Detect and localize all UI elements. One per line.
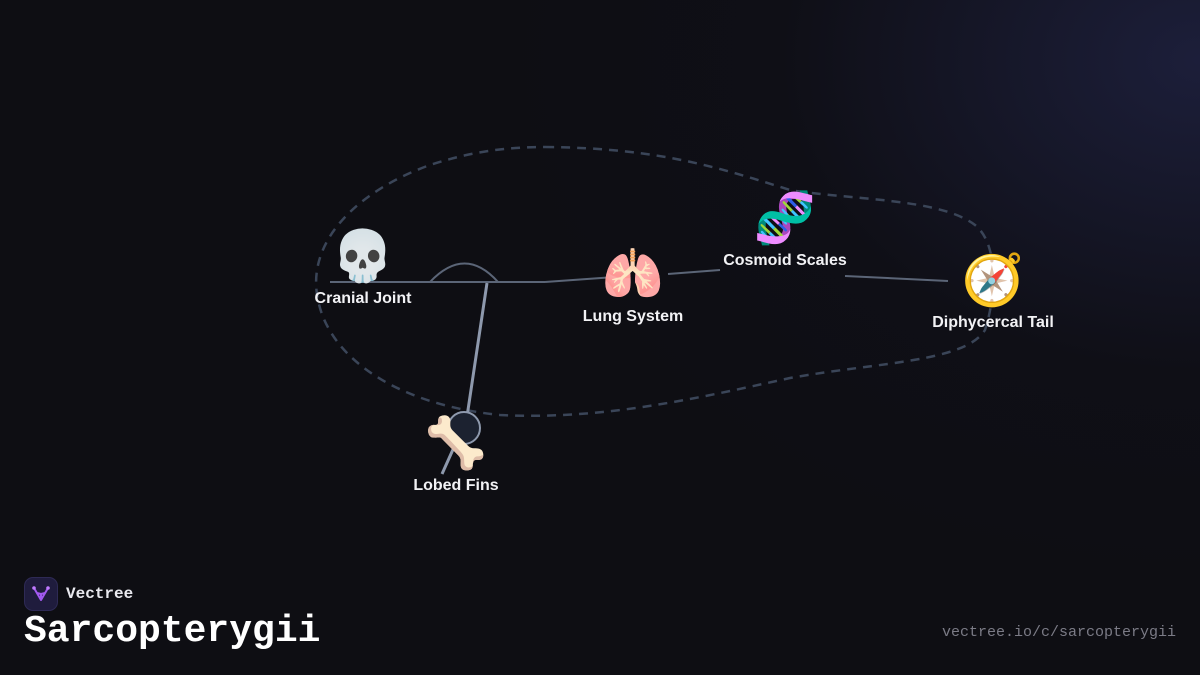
node-lobed-fins[interactable]: 🦴 Lobed Fins bbox=[413, 415, 498, 495]
lobed-fins-joint bbox=[447, 411, 481, 445]
node-label: Lobed Fins bbox=[413, 477, 499, 494]
node-label: Lung System bbox=[582, 308, 684, 325]
brand[interactable]: Vectree bbox=[24, 577, 133, 611]
edge-to-lung-system bbox=[544, 276, 616, 283]
node-diphycercal-tail[interactable]: 🧭 Diphycercal Tail bbox=[932, 252, 1054, 332]
node-label: Cosmoid Scales bbox=[723, 252, 847, 269]
brand-name: Vectree bbox=[66, 585, 134, 603]
bone-icon: 🦴 bbox=[424, 414, 488, 472]
edge-to-diphycercal-tail bbox=[844, 275, 949, 282]
edge-to-lobed-fins bbox=[463, 282, 489, 431]
node-cosmoid-scales[interactable]: 🧬 Cosmoid Scales bbox=[723, 190, 847, 270]
edge-to-cosmoid-scales bbox=[667, 269, 721, 275]
compass-icon: 🧭 bbox=[961, 251, 1025, 309]
dna-icon: 🧬 bbox=[753, 189, 817, 247]
node-lung-system[interactable]: 🫁 Lung System bbox=[583, 246, 683, 326]
lungs-icon: 🫁 bbox=[601, 245, 665, 303]
skull-icon: 💀 bbox=[331, 227, 395, 285]
edge-cranial-arc bbox=[429, 262, 499, 283]
vector-tree-logo-icon bbox=[24, 577, 58, 611]
node-label: Cranial Joint bbox=[314, 290, 412, 307]
group-boundary bbox=[315, 145, 995, 418]
page-url[interactable]: vectree.io/c/sarcopterygii bbox=[941, 624, 1176, 641]
node-cranial-joint[interactable]: 💀 Cranial Joint bbox=[315, 228, 412, 308]
node-label: Diphycercal Tail bbox=[932, 314, 1054, 331]
edge-lobed-fins-tail bbox=[440, 444, 457, 475]
page-title: Sarcopterygii bbox=[24, 610, 321, 653]
